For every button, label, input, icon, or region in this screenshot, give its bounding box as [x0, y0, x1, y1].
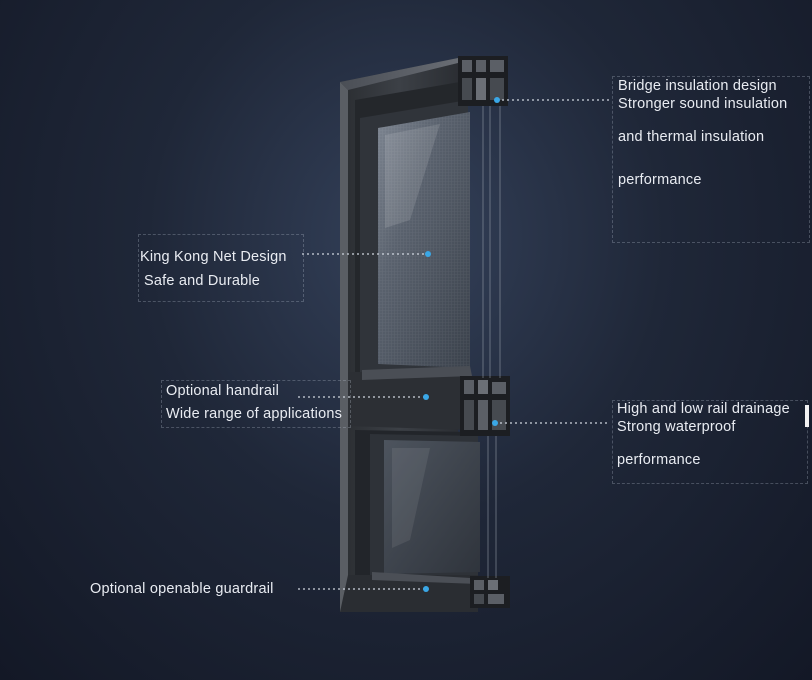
window-frame-left-edge [340, 82, 348, 612]
callout-net-line-2: Safe and Durable [144, 273, 261, 289]
callout-box-handrail [161, 380, 351, 428]
callout-drainage-line-1: High and low rail drainage [617, 401, 790, 417]
feature-markers [423, 97, 500, 592]
middle-rail-top [362, 366, 472, 380]
callout-drainage-line-2: Strong waterproof [617, 419, 736, 435]
marker-dot-guardrail [423, 586, 429, 592]
profile-section-top [458, 56, 508, 106]
callout-handrail-line-1: Optional handrail [166, 383, 280, 399]
profile-section-middle [460, 376, 510, 436]
upper-net-mesh [378, 112, 470, 368]
callout-box-net [138, 234, 304, 302]
leader-lines [298, 99, 610, 590]
callout-top-right-line-4: performance [618, 172, 702, 188]
marker-dot-top-right [494, 97, 500, 103]
bottom-rail [340, 575, 478, 612]
marker-dot-handrail [423, 394, 429, 400]
marker-dot-drainage [492, 420, 498, 426]
callout-handrail-line-2: Wide range of applications [166, 406, 343, 422]
callout-net-line-1: King Kong Net Design [140, 249, 287, 265]
lower-glass-reflection [392, 448, 430, 548]
profile-section-bottom [470, 576, 510, 608]
lower-glass [384, 440, 480, 574]
edge-marker [805, 405, 809, 427]
callout-top-right-line-3: and thermal insulation [618, 129, 765, 145]
callout-top-right-line-2: Stronger sound insulation [618, 96, 788, 112]
window-frame-top [340, 58, 462, 90]
callout-box-top-right [612, 76, 810, 243]
bottom-rail-top [372, 572, 478, 584]
marker-dot-net [425, 251, 431, 257]
middle-rail [348, 372, 470, 430]
callout-box-drainage [612, 400, 808, 484]
callout-guardrail-line-1: Optional openable guardrail [90, 581, 274, 597]
callout-top-right-line-1: Bridge insulation design [618, 78, 777, 94]
glass-edge-lines [482, 106, 501, 578]
upper-glass-reflection [385, 124, 440, 228]
callout-drainage-line-3: performance [617, 452, 701, 468]
